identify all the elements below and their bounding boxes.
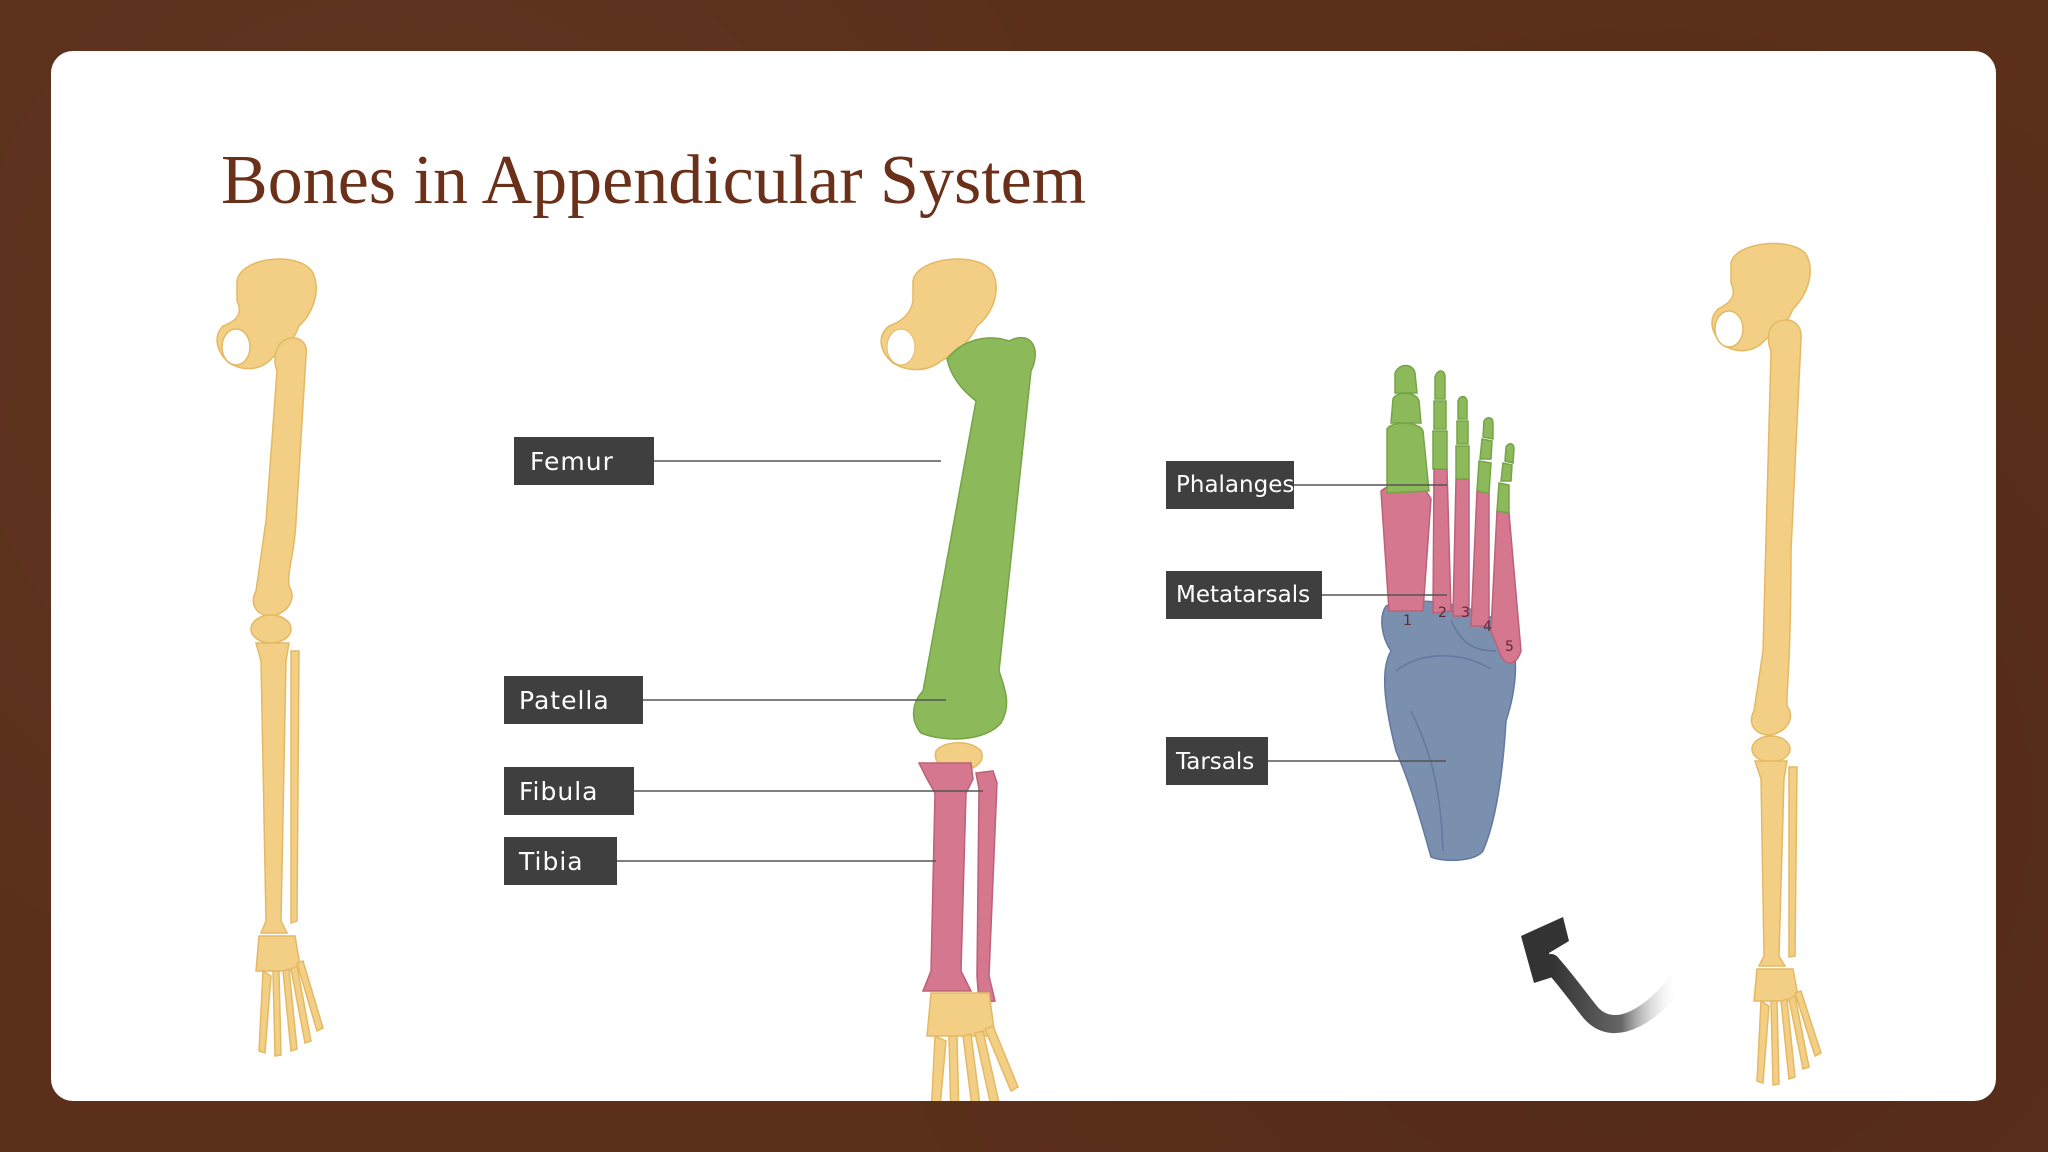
label-phalanges-text: Phalanges	[1176, 472, 1294, 498]
label-femur-text: Femur	[530, 447, 614, 476]
metatarsal-bones	[1380, 468, 1522, 664]
phalanges-bones	[1386, 364, 1515, 514]
foot-bones-plain	[255, 935, 324, 1057]
label-femur: Femur	[514, 437, 941, 485]
label-patella: Patella	[504, 676, 946, 724]
tibia-bone-right	[1753, 760, 1788, 967]
foot-diagram: 1 2 3 4 5	[1380, 364, 1522, 862]
slide: Bones in Appendicular System	[51, 51, 1996, 1101]
fibula-bone-highlighted	[975, 770, 998, 1004]
foot-bones-right	[1753, 968, 1822, 1086]
metatarsal-number-3: 3	[1461, 605, 1470, 621]
label-tarsals-text: Tarsals	[1175, 749, 1254, 775]
femur-bone-plain	[252, 337, 308, 617]
tibia-bone-highlighted	[917, 762, 974, 992]
label-phalanges: Phalanges	[1166, 461, 1447, 509]
curved-arrow-icon	[1521, 917, 1688, 1033]
slide-title: Bones in Appendicular System	[221, 142, 1087, 219]
metatarsal-number-2: 2	[1438, 605, 1447, 621]
fibula-bone-right	[1788, 766, 1798, 958]
tibia-bone-plain	[255, 642, 290, 934]
fibula-bone-plain	[290, 650, 300, 925]
metatarsal-number-5: 5	[1505, 639, 1514, 655]
metatarsal-number-1: 1	[1403, 613, 1412, 629]
skeleton-leg-left	[216, 258, 324, 1057]
label-fibula-text: Fibula	[519, 777, 599, 806]
anatomy-diagram: Femur Patella Fibula Tibia	[216, 242, 1822, 1101]
skeleton-leg-right	[1711, 242, 1822, 1086]
femur-bone-right	[1750, 319, 1802, 736]
femur-bone-highlighted	[912, 336, 1036, 740]
label-metatarsals-text: Metatarsals	[1176, 582, 1310, 608]
label-tibia-text: Tibia	[518, 847, 584, 876]
metatarsal-number-4: 4	[1483, 619, 1492, 635]
label-metatarsals: Metatarsals	[1166, 571, 1447, 619]
label-patella-text: Patella	[519, 686, 610, 715]
label-tibia: Tibia	[504, 837, 936, 885]
foot-bones-labeled	[926, 992, 1019, 1101]
labeled-leg	[880, 258, 1036, 1101]
label-fibula: Fibula	[504, 767, 983, 815]
label-tarsals: Tarsals	[1166, 737, 1446, 785]
